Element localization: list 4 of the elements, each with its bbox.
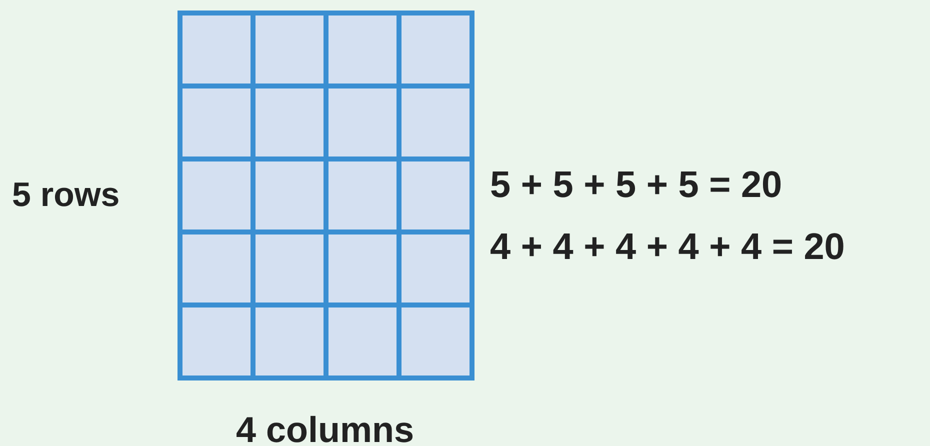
equation-text: 5 + 5 + 5 + 5 = 20 xyxy=(490,166,782,203)
equation-text: 4 + 4 + 4 + 4 + 4 = 20 xyxy=(490,228,845,265)
axis-label: 5 rows xyxy=(12,178,120,212)
axis-label: 4 columns xyxy=(236,412,414,446)
